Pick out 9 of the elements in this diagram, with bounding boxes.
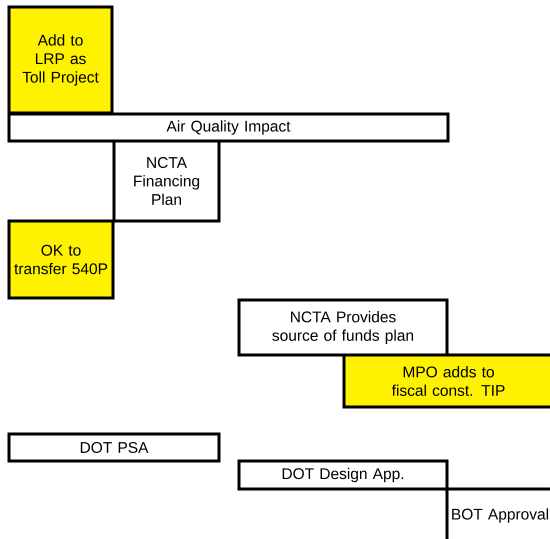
task-box: MPO adds to fiscal const. TIP — [342, 354, 550, 408]
task-box: Add to LRP as Toll Project — [8, 6, 114, 114]
task-box: NCTA Provides source of funds plan — [238, 298, 448, 356]
task-box: NCTA Financing Plan — [112, 140, 220, 222]
task-box: DOT Design App. — [238, 460, 448, 490]
task-box: BOT Approval — [446, 488, 550, 539]
task-box: DOT PSA — [8, 432, 220, 462]
task-box: OK to transfer 540P — [8, 220, 114, 300]
task-box: Air Quality Impact — [8, 112, 450, 142]
